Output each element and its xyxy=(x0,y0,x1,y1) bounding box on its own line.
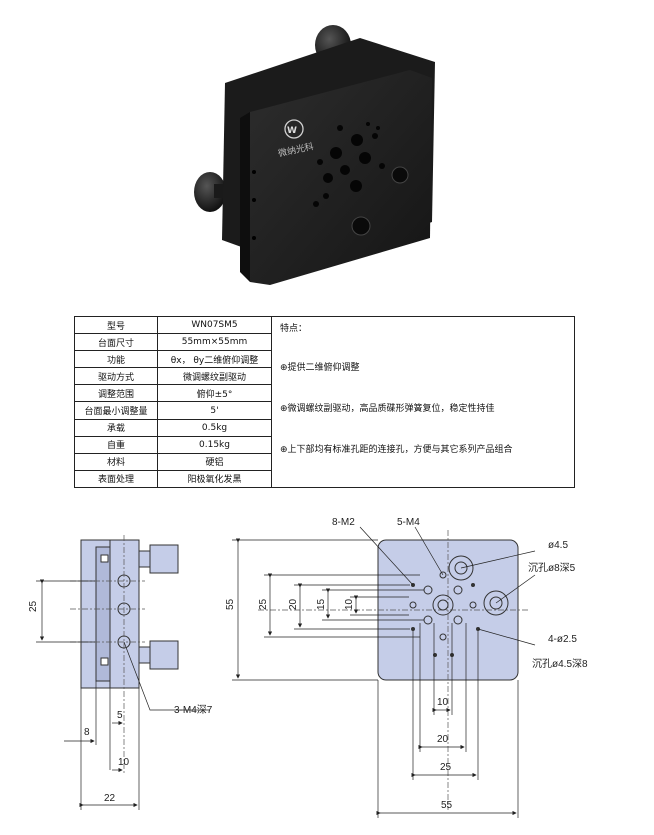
spec-value: 阳极氧化发黑 xyxy=(157,469,272,489)
front-plate xyxy=(250,70,432,285)
side-view: 25 5 8 10 22 3-M4深7 xyxy=(28,535,213,810)
knob-icon xyxy=(194,172,226,212)
logo-icon xyxy=(284,119,304,139)
dim-side-5: 5 xyxy=(117,710,123,721)
callout-3m4: 3-M4深7 xyxy=(174,704,213,716)
front-view: 55 25 20 15 10 10 20 25 55 8-M2 5-M4 ø4.… xyxy=(225,517,588,818)
spec-value: 0.5kg xyxy=(157,418,272,437)
spec-label: 调整范围 xyxy=(74,384,158,403)
spec-value: 5' xyxy=(157,401,272,420)
dim-front-25-h: 25 xyxy=(440,762,452,773)
feature-item: ⊕上下部均有标准孔距的连接孔，方便与其它系列产品组合 xyxy=(280,445,513,455)
spec-label: 承载 xyxy=(74,418,158,437)
dim-front-10-v: 10 xyxy=(344,598,355,610)
callout-sink45: 沉孔ø4.5深8 xyxy=(532,657,588,670)
spec-label: 台面最小调整量 xyxy=(74,401,158,420)
callout-8m2: 8-M2 xyxy=(332,517,355,528)
spec-value: θx， θy二维俯仰调整 xyxy=(157,350,272,369)
dim-front-55-v: 55 xyxy=(225,598,236,610)
spec-label: 材料 xyxy=(74,452,158,471)
dim-side-10: 10 xyxy=(118,757,130,768)
spec-value: WN07SM5 xyxy=(157,315,272,335)
feature-item: ⊕提供二维俯仰调整 xyxy=(280,363,360,373)
dim-front-10-h: 10 xyxy=(437,697,449,708)
dim-front-55-h: 55 xyxy=(441,800,453,811)
callout-5m4: 5-M4 xyxy=(397,517,420,528)
spec-label: 自重 xyxy=(74,435,158,454)
spec-value: 硬铝 xyxy=(157,452,272,471)
callout-4d25: 4-ø2.5 xyxy=(548,634,577,645)
spec-label: 型号 xyxy=(74,315,158,335)
spec-table: 型号 WN07SM5 特点： ⊕提供二维俯仰调整 ⊕微调螺纹副驱动，高品质碟形弹… xyxy=(74,315,575,489)
spec-value: 0.15kg xyxy=(157,435,272,454)
dim-front-20-v: 20 xyxy=(288,598,299,610)
spec-value: 55mm×55mm xyxy=(157,333,272,352)
spec-label: 台面尺寸 xyxy=(74,333,158,352)
feature-item: ⊕微调螺纹副驱动，高品质碟形弹簧复位，稳定性持佳 xyxy=(280,404,495,414)
spec-label: 表面处理 xyxy=(74,469,158,489)
features-title: 特点： xyxy=(280,324,308,334)
table-row: 调整范围俯仰±5° xyxy=(74,384,575,403)
dim-front-20-h: 20 xyxy=(437,734,449,745)
callout-sink8: 沉孔ø8深5 xyxy=(528,561,576,574)
table-row: 型号 WN07SM5 特点： ⊕提供二维俯仰调整 ⊕微调螺纹副驱动，高品质碟形弹… xyxy=(74,315,575,488)
dim-side-8: 8 xyxy=(84,727,90,738)
callout-d45: ø4.5 xyxy=(548,540,568,551)
spec-value: 微调螺纹副驱动 xyxy=(157,367,272,386)
dim-side-25: 25 xyxy=(28,600,39,612)
dim-front-25-v: 25 xyxy=(258,598,269,610)
spec-label: 功能 xyxy=(74,350,158,369)
dim-front-15-v: 15 xyxy=(316,598,327,610)
table-row: 表面处理阳极氧化发黑 xyxy=(74,469,575,489)
spec-label: 驱动方式 xyxy=(74,367,158,386)
table-row: 驱动方式微调螺纹副驱动 xyxy=(74,367,575,386)
features-cell: 特点： ⊕提供二维俯仰调整 ⊕微调螺纹副驱动，高品质碟形弹簧复位，稳定性持佳 ⊕… xyxy=(271,316,575,488)
technical-drawing: 25 5 8 10 22 3-M4深7 xyxy=(28,517,588,818)
spec-value: 俯仰±5° xyxy=(157,384,272,403)
product-photo: W 微纳光科 xyxy=(194,25,435,285)
svg-text:W: W xyxy=(287,126,297,136)
dim-side-22: 22 xyxy=(104,793,116,804)
